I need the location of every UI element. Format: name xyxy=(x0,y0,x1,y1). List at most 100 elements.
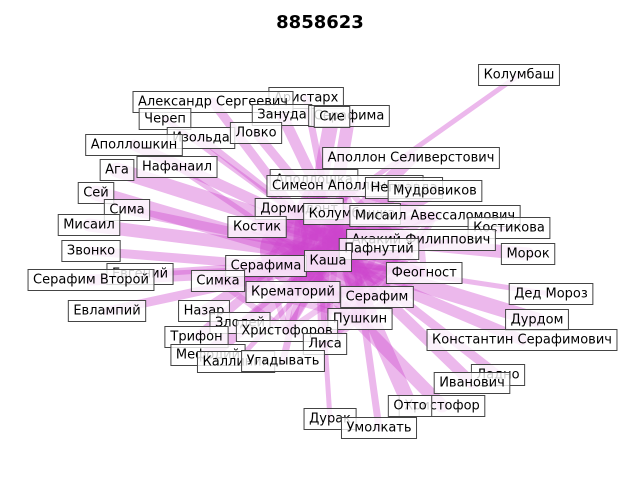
graph-node: Дурдом xyxy=(505,309,569,331)
graph-node: Дед Мороз xyxy=(508,283,594,305)
graph-edge xyxy=(351,251,383,432)
node-label: Мудровиков xyxy=(393,184,477,199)
node-box xyxy=(190,270,246,292)
node-label: Аполлошкин xyxy=(91,138,178,153)
node-label: Серафим Второй xyxy=(33,273,149,288)
graph-node: Нафанаил xyxy=(136,156,218,178)
node-label: Череп xyxy=(144,112,186,127)
node-box xyxy=(99,159,135,181)
node-box xyxy=(227,216,287,238)
node-label: Морок xyxy=(506,247,549,262)
node-label: Иванович xyxy=(439,376,505,391)
graph-node: Феогност xyxy=(385,262,463,284)
graph-edge xyxy=(82,218,341,263)
node-box xyxy=(327,308,393,330)
node-box xyxy=(387,180,483,202)
graph-node: Сие xyxy=(313,106,351,128)
node-label: Дед Мороз xyxy=(514,287,588,302)
graph-node: Зануда xyxy=(251,104,313,126)
graph-edge xyxy=(309,245,545,328)
graph-node: Симка xyxy=(190,270,246,292)
graph-edge xyxy=(109,162,355,251)
node-label: Серафима xyxy=(231,259,302,274)
node-label: Ага xyxy=(105,163,129,178)
node-label: Аполлон Селиверстович xyxy=(328,151,495,166)
node-box xyxy=(61,240,121,262)
node-box xyxy=(241,350,325,372)
graph-node: Отто xyxy=(387,395,433,417)
graph-node: Трифон xyxy=(164,326,229,348)
node-label: Зануда xyxy=(257,108,306,123)
graph-node: Каша xyxy=(303,250,353,272)
graph-node: Умолкать xyxy=(340,417,418,439)
graph-node: Изольда xyxy=(166,127,236,149)
node-box xyxy=(433,372,511,394)
node-label: Константин Серафимович xyxy=(432,333,612,348)
node-label: Умолкать xyxy=(346,421,411,436)
node-box xyxy=(322,147,500,169)
node-box xyxy=(138,108,192,130)
graph-node: Крематорий xyxy=(245,281,341,303)
node-label: Угадывать xyxy=(247,354,320,369)
node-label: Крематорий xyxy=(251,285,335,300)
node-label: Отто xyxy=(393,399,426,414)
graph-node: Константин Серафимович xyxy=(426,329,618,351)
node-box xyxy=(136,156,218,178)
node-label: Лиса xyxy=(308,337,341,352)
graph-node: Серафим xyxy=(340,286,414,308)
node-label: Ловко xyxy=(235,126,276,141)
node-label: Мисаил xyxy=(63,218,115,233)
node-box xyxy=(340,286,414,308)
node-box xyxy=(303,250,353,272)
graph-node: Серафим Второй xyxy=(27,269,155,291)
node-label: Сима xyxy=(109,203,144,218)
graph-node: Иванович xyxy=(433,372,511,394)
graph-node: Евлампий xyxy=(67,300,147,322)
graph-node: Костик xyxy=(227,216,287,238)
graph-node: Ловко xyxy=(229,122,283,144)
graph-title: 8858623 xyxy=(276,12,364,33)
node-label: Феогност xyxy=(392,266,458,281)
node-box xyxy=(500,243,556,265)
node-label: Симка xyxy=(196,274,239,289)
node-box xyxy=(385,262,463,284)
graph-node: Лиса xyxy=(302,333,348,355)
node-label: Евлампий xyxy=(73,304,140,319)
node-label: Нафанаил xyxy=(142,160,212,175)
node-box xyxy=(57,214,121,236)
node-label: Александр Сергеевич xyxy=(138,95,288,110)
graph-node: Мудровиков xyxy=(387,180,483,202)
graph-edge xyxy=(345,255,503,380)
node-box xyxy=(340,417,418,439)
graph-node: Пушкин xyxy=(327,308,393,330)
node-label: Колумбаш xyxy=(484,68,555,83)
graph-edge xyxy=(339,259,528,346)
graph-node: Череп xyxy=(138,108,192,130)
node-box xyxy=(245,281,341,303)
node-box xyxy=(302,333,348,355)
node-label: Каша xyxy=(309,254,346,269)
graph-node: Серафима xyxy=(225,255,307,277)
graph-node: Мисаил xyxy=(57,214,121,236)
graph-node: Колумбаш xyxy=(478,64,560,86)
graph-edge xyxy=(122,205,325,255)
node-label: Сей xyxy=(83,186,109,201)
node-box xyxy=(313,106,351,128)
node-label: Серафим xyxy=(346,290,409,305)
graph-edge xyxy=(290,208,302,293)
node-box xyxy=(27,269,155,291)
graph-node: Морок xyxy=(500,243,556,265)
node-box xyxy=(508,283,594,305)
node-box xyxy=(387,395,433,417)
node-box xyxy=(229,122,283,144)
node-box xyxy=(85,134,183,156)
node-box xyxy=(478,64,560,86)
graph-node: Звонко xyxy=(61,240,121,262)
node-label: Костик xyxy=(233,220,281,235)
node-box xyxy=(67,300,147,322)
node-box xyxy=(426,329,618,351)
node-label: Трифон xyxy=(169,330,222,345)
node-label: Пушкин xyxy=(333,312,387,327)
